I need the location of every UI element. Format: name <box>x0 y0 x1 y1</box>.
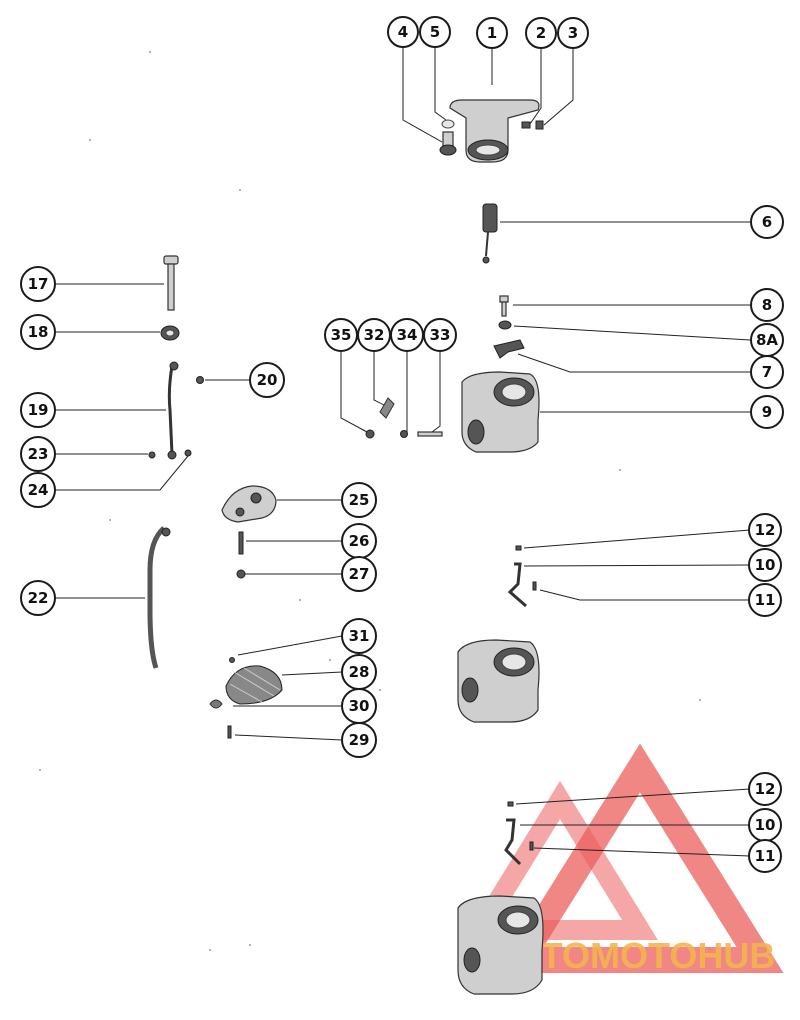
part-19-rod <box>167 361 179 455</box>
svg-text:28: 28 <box>349 663 370 681</box>
callout-11-lower: 11 <box>748 839 782 873</box>
svg-text:32: 32 <box>364 326 385 344</box>
svg-text:8: 8 <box>762 296 772 314</box>
svg-text:29: 29 <box>349 731 370 749</box>
callout-26: 26 <box>341 523 377 559</box>
callout-9: 9 <box>750 395 784 429</box>
svg-text:31: 31 <box>349 627 370 645</box>
svg-text:33: 33 <box>430 326 451 344</box>
part-8A-washer <box>498 320 512 330</box>
svg-text:34: 34 <box>397 326 418 344</box>
part-1-housing <box>449 99 540 163</box>
callout-28: 28 <box>341 654 377 690</box>
paper-specks <box>39 51 701 951</box>
callout-27: 27 <box>341 556 377 592</box>
svg-text:24: 24 <box>28 481 49 499</box>
part-carburetor-body-middle <box>457 639 540 723</box>
part-26-stud <box>238 531 244 555</box>
callout-11-upper: 11 <box>748 583 782 617</box>
part-22-lever <box>147 526 171 669</box>
callout-31: 31 <box>341 618 377 654</box>
svg-text:6: 6 <box>762 213 772 231</box>
part-carburetor-body-lower <box>457 895 544 995</box>
part-7-bracket <box>493 339 525 359</box>
svg-text:35: 35 <box>331 326 352 344</box>
callout-6: 6 <box>750 205 784 239</box>
callout-17: 17 <box>20 266 56 302</box>
svg-text:10: 10 <box>755 556 776 574</box>
callout-2: 2 <box>525 17 557 49</box>
callout-34: 34 <box>390 318 424 352</box>
part-28-screen <box>225 665 283 705</box>
callout-24: 24 <box>20 472 56 508</box>
svg-text:2: 2 <box>536 24 546 42</box>
svg-text:25: 25 <box>349 491 370 509</box>
part-9-carburetor-body <box>461 371 540 453</box>
callout-18: 18 <box>20 314 56 350</box>
callout-1: 1 <box>476 17 508 49</box>
callout-30: 30 <box>341 688 377 724</box>
part-20-screw <box>196 376 204 384</box>
callout-12-upper: 12 <box>748 513 782 547</box>
callout-3: 3 <box>557 17 589 49</box>
svg-text:22: 22 <box>28 589 49 607</box>
part-8-screw <box>499 295 509 317</box>
svg-text:10: 10 <box>755 816 776 834</box>
part-25-cover <box>221 485 277 523</box>
part-6-plunger <box>482 203 498 264</box>
callout-33: 33 <box>423 318 457 352</box>
part-31-30-29-clips <box>209 657 235 739</box>
part-18-nut <box>160 325 180 341</box>
svg-text:19: 19 <box>28 401 49 419</box>
svg-text:5: 5 <box>430 23 440 41</box>
part-12-10-11-linkage-upper <box>507 545 537 608</box>
part-27-nut <box>236 569 246 579</box>
callout-12-lower: 12 <box>748 772 782 806</box>
part-32-35-34-33-small-parts <box>365 397 443 439</box>
svg-text:27: 27 <box>349 565 370 583</box>
callout-5: 5 <box>419 16 451 48</box>
callout-23: 23 <box>20 436 56 472</box>
callout-10-upper: 10 <box>748 548 782 582</box>
callout-4: 4 <box>387 16 419 48</box>
part-17-bolt <box>163 255 179 311</box>
callout-10-lower: 10 <box>748 808 782 842</box>
part-23-24-nuts <box>148 449 192 460</box>
svg-text:18: 18 <box>28 323 49 341</box>
svg-text:11: 11 <box>755 847 776 865</box>
svg-text:8A: 8A <box>756 331 778 349</box>
svg-text:17: 17 <box>28 275 49 293</box>
callout-22: 22 <box>20 580 56 616</box>
svg-text:7: 7 <box>762 363 772 381</box>
callout-8: 8 <box>750 288 784 322</box>
svg-text:9: 9 <box>762 403 772 421</box>
svg-text:23: 23 <box>28 445 49 463</box>
callout-20: 20 <box>249 362 285 398</box>
callout-19: 19 <box>20 392 56 428</box>
callout-8A: 8A <box>750 323 784 357</box>
svg-text:26: 26 <box>349 532 370 550</box>
leader-lines <box>56 46 751 857</box>
part-4-5-screw-washer <box>439 119 457 156</box>
svg-text:11: 11 <box>755 591 776 609</box>
svg-text:1: 1 <box>487 24 497 42</box>
callout-29: 29 <box>341 722 377 758</box>
callout-25: 25 <box>341 482 377 518</box>
part-2-3-small-parts <box>521 120 544 130</box>
callout-balloons: 4 5 1 2 3 6 17 18 8 8A 35 32 34 33 7 20 … <box>20 16 784 873</box>
svg-text:12: 12 <box>755 521 776 539</box>
callout-7: 7 <box>750 355 784 389</box>
part-12-10-11-linkage-lower <box>504 801 534 866</box>
callout-35: 35 <box>324 318 358 352</box>
svg-text:3: 3 <box>568 24 578 42</box>
svg-text:12: 12 <box>755 780 776 798</box>
svg-text:20: 20 <box>257 371 278 389</box>
svg-text:30: 30 <box>349 697 370 715</box>
callout-32: 32 <box>357 318 391 352</box>
svg-text:4: 4 <box>398 23 408 41</box>
